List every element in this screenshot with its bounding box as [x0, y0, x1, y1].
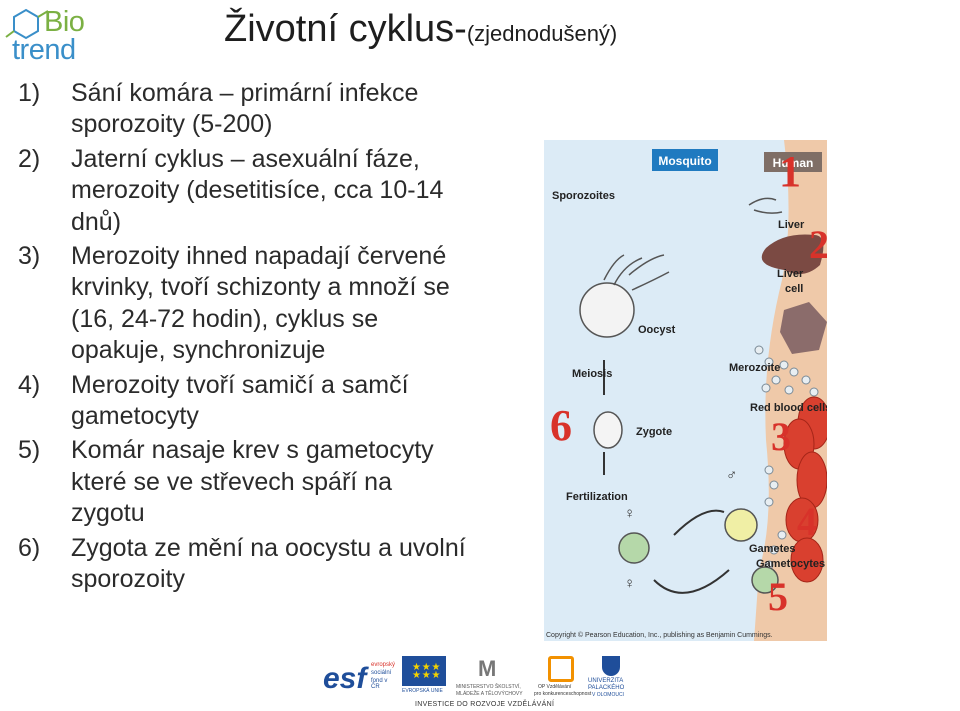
meiosis-label: Meiosis	[572, 368, 612, 380]
oocyst-label: Oocyst	[638, 324, 676, 336]
item-line: gametocyty	[71, 402, 199, 431]
zygote-label: Zygote	[636, 426, 672, 438]
item-line: které se ve střevech spáří na	[71, 467, 392, 496]
item-line: opakuje, synchronizuje	[71, 336, 326, 365]
item-line: merozoity (desetitisíce, cca 10-14	[71, 176, 444, 205]
list-item: 6) Zygota ze mění na oocystu a uvolní sp…	[18, 533, 538, 596]
item-number: 2)	[18, 144, 41, 173]
malaria-life-cycle-figure: Mosquito Human Sporozoites Liver Liver	[544, 140, 827, 641]
item-line: (16, 24-72 hodin), cyklus se	[71, 304, 379, 333]
step-number-4: 4	[797, 499, 817, 544]
biotrend-logo: Bio trend	[4, 4, 100, 70]
item-number: 5)	[18, 436, 41, 465]
liver-cell-label: Liver	[777, 268, 804, 280]
mosquito-label: Mosquito	[658, 154, 711, 168]
copyright-text: Copyright © Pearson Education, Inc., pub…	[546, 631, 773, 639]
esf-small-3: fond v ČR	[371, 678, 388, 690]
zygote-shape	[593, 411, 623, 449]
cycle-arrows	[603, 360, 730, 594]
upol-text-3: V OLOMOUCI	[592, 692, 624, 698]
item-line: Jaterní cyklus – asexuální fáze,	[71, 144, 420, 173]
msmt-text: MINISTERSTVO ŠKOLSTVÍ,	[456, 684, 521, 690]
upol-text-2: PALACKÉHO	[588, 685, 625, 691]
esf-text: esf	[323, 662, 367, 695]
msmt-text-2: MLÁDEŽE A TĚLOVÝCHOVY	[456, 691, 523, 697]
life-cycle-list: 1) Sání komára – primární infekce sporoz…	[18, 78, 538, 599]
op-text: OP Vzdělávání	[538, 684, 572, 690]
liver-cell-label-2: cell	[785, 283, 803, 295]
upol-logo: UNIVERZITA PALACKÉHO V OLOMOUCI	[588, 656, 640, 700]
item-line: krvinky, tvoří schizonty a množí se	[71, 273, 450, 302]
esf-small-1: evropský	[371, 662, 396, 668]
eu-logo: ★ ★ ★ ★ ★ ★ EVROPSKÁ UNIE	[402, 656, 450, 700]
fertilization-label: Fertilization	[566, 491, 628, 503]
oocyst-shape	[579, 282, 635, 338]
molecule-icon	[5, 8, 49, 40]
gametes-label: Gametes	[749, 543, 795, 555]
female-gamete-shape-2	[751, 566, 779, 594]
item-line: Merozoity tvoří samičí a samčí	[71, 370, 409, 399]
gametocyte-dots	[764, 465, 787, 570]
sporozoites-label: Sporozoites	[552, 190, 615, 202]
red-blood-cells	[783, 396, 827, 583]
step-number-6: 6	[550, 401, 572, 450]
eu-text: EVROPSKÁ UNIE	[402, 688, 443, 694]
upol-crest-icon	[602, 656, 620, 676]
female-symbol: ♀	[624, 505, 635, 522]
human-label: Human	[773, 156, 814, 170]
liver-label: Liver	[778, 219, 805, 231]
gametocytes-label: Gametocytes	[756, 558, 825, 570]
op-text-2: pro konkurenceschopnost	[534, 691, 592, 697]
sporozoite-wisps	[603, 197, 783, 291]
investment-slogan: INVESTICE DO ROZVOJE VZDĚLÁVÁNÍ	[415, 701, 555, 708]
title-sub: (zjednodušený)	[466, 21, 618, 46]
male-gamete-shape	[724, 508, 758, 542]
list-item: 4) Merozoity tvoří samičí a samčí gameto…	[18, 370, 538, 433]
step-number-3: 3	[771, 414, 791, 459]
item-line: dnů)	[71, 207, 122, 236]
item-line: Sání komára – primární infekce	[71, 79, 419, 107]
item-number: 4)	[18, 370, 41, 399]
step-number-2: 2	[809, 222, 827, 267]
op-logo: OP Vzdělávání pro konkurenceschopnost	[534, 656, 591, 700]
male-symbol: ♂	[726, 467, 737, 484]
mosquito-header	[652, 149, 718, 171]
page-title: Životní cyklus-(zjednodušený)	[224, 8, 617, 51]
list-item: 2) Jaterní cyklus – asexuální fáze, mero…	[18, 144, 538, 238]
logo-trend-text: trend	[12, 34, 76, 66]
step-number-1: 1	[779, 147, 801, 196]
liver-shape	[761, 234, 824, 274]
list-item: 1) Sání komára – primární infekce sporoz…	[18, 78, 538, 141]
item-line: Merozoity ihned napadají červené	[71, 242, 447, 271]
item-line: Zygota ze mění na oocystu a uvolní	[71, 533, 466, 562]
merozoite-dots	[754, 345, 819, 397]
female-symbol-2: ♀	[624, 575, 635, 592]
list-item: 3) Merozoity ihned napadají červené krvi…	[18, 241, 538, 367]
upol-text: UNIVERZITA	[588, 678, 624, 684]
esf-logo: esf evropský sociální fond v ČR	[323, 656, 395, 700]
msmt-mark-icon: M	[478, 656, 497, 681]
item-line: zygotu	[71, 499, 145, 528]
red-blood-cells-label: Red blood cells	[750, 402, 827, 414]
item-line: sporozoity	[71, 565, 185, 594]
female-gamete-shape	[618, 532, 650, 564]
item-line: Komár nasaje krev s gametocyty	[71, 436, 434, 465]
item-line: sporozoity (5-200)	[71, 110, 273, 139]
item-number: 1)	[18, 79, 41, 107]
esf-small-2: sociální	[371, 670, 392, 676]
eu-flag-icon: ★ ★ ★ ★ ★ ★	[402, 656, 446, 686]
human-header	[764, 152, 822, 172]
list-item: 5) Komár nasaje krev s gametocyty které …	[18, 435, 538, 529]
item-number: 6)	[18, 533, 41, 562]
liver-cell-shape	[780, 302, 827, 354]
msmt-logo: M MINISTERSTVO ŠKOLSTVÍ, MLÁDEŽE A TĚLOV…	[456, 656, 528, 700]
op-mark-icon	[548, 656, 574, 682]
logo-bio-text: Bio	[44, 6, 85, 38]
step-number-5: 5	[768, 574, 788, 619]
footer-logos: esf evropský sociální fond v ČR ★ ★ ★ ★ …	[320, 656, 640, 711]
merozoite-label: Merozoite	[729, 362, 780, 374]
title-main: Životní cyklus-	[224, 8, 467, 50]
item-number: 3)	[18, 242, 41, 271]
